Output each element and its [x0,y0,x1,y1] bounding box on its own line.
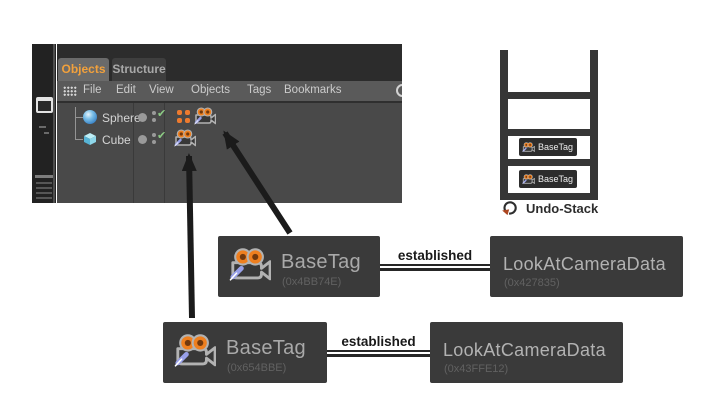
lookatcameradata-node-1: LookAtCameraData (0x427835) [490,236,683,297]
strip-grip-line [36,197,52,199]
relation-label: established [341,334,416,349]
tree-branch [76,117,83,118]
basetag-node-2: BaseTag (0x654BBE) [163,322,327,383]
object-name-cube[interactable]: Cube [102,133,131,147]
enabled-check-icon[interactable]: ✔ [157,129,167,142]
camera-goggles-icon [174,333,216,370]
strip-grip-line [36,182,52,184]
render-visibility-dot[interactable] [152,118,156,122]
undo-entry-label: BaseTag [538,142,574,152]
undo-stack-shelf [500,193,598,200]
look-at-camera-tag-icon[interactable] [194,107,216,126]
undo-entry-basetag: BaseTag [519,170,577,188]
layer-dot[interactable] [138,113,147,122]
relation-label: established [397,248,473,263]
menu-bookmarks[interactable]: Bookmarks [284,84,342,96]
editor-visibility-dot[interactable] [152,111,156,115]
menu-file[interactable]: File [83,84,102,96]
window-icon [36,97,53,113]
layer-dot[interactable] [138,135,147,144]
undo-stack-shelf [500,92,598,99]
left-palette-strip [32,44,56,203]
object-name-sphere[interactable]: Sphere [102,111,141,125]
object-manager-menubar: File Edit View Objects Tags Bookmarks [57,81,402,101]
node-title: BaseTag [226,337,306,359]
undo-stack-wall-right [590,50,598,200]
node-address: (0x4BB74E) [282,276,342,288]
sphere-object-icon[interactable] [83,110,97,124]
node-title: LookAtCameraData [503,254,666,274]
column-separator [133,103,134,203]
search-icon[interactable] [396,84,402,97]
render-visibility-dot[interactable] [152,140,156,144]
strip-edge-highlight [53,44,55,203]
undo-stack-shelf [500,129,598,136]
tree-line [75,107,76,140]
strip-grip-line [36,192,52,194]
camera-goggles-icon [229,247,271,284]
points-tag-icon[interactable] [176,109,192,125]
node-title: BaseTag [281,251,361,273]
strip-dash [39,126,46,128]
camera-tag-icon [522,142,535,153]
relation-connector [327,350,430,357]
basetag-node-1: BaseTag (0x4BB74E) [218,236,380,297]
camera-tag-icon [522,174,535,185]
node-address: (0x654BBE) [227,362,287,374]
node-address: (0x43FFE12) [444,363,509,375]
column-separator [164,103,165,203]
editor-visibility-dot[interactable] [152,133,156,137]
node-address: (0x427835) [504,277,560,289]
tab-objects[interactable]: Objects [58,58,109,81]
enabled-check-icon[interactable]: ✔ [157,107,167,120]
tree-branch [76,139,83,140]
undo-stack-label: Undo-Stack [526,201,599,216]
object-manager-panel: Objects Structure File Edit View Objects… [57,44,402,203]
relation-connector [380,264,490,271]
menu-tags[interactable]: Tags [247,84,272,96]
node-title: LookAtCameraData [443,340,606,360]
strip-dash [44,132,49,134]
undo-arrow-icon [500,200,521,216]
menu-view[interactable]: View [149,84,174,96]
dot-grid-handle-icon[interactable] [63,86,77,97]
tab-structure[interactable]: Structure [112,58,166,81]
undo-stack-wall-left [500,50,508,200]
look-at-camera-tag-icon[interactable] [174,129,196,148]
cube-object-icon[interactable] [83,132,97,146]
undo-entry-basetag: BaseTag [519,138,577,156]
undo-entry-label: BaseTag [538,174,574,184]
lookatcameradata-node-2: LookAtCameraData (0x43FFE12) [430,322,623,383]
strip-grip-line [36,187,52,189]
menu-objects[interactable]: Objects [191,84,230,96]
strip-grip-bar [35,175,53,178]
object-list: Sphere ✔ Cube ✔ [57,101,402,203]
menu-edit[interactable]: Edit [116,84,136,96]
undo-stack-shelf [500,159,598,166]
